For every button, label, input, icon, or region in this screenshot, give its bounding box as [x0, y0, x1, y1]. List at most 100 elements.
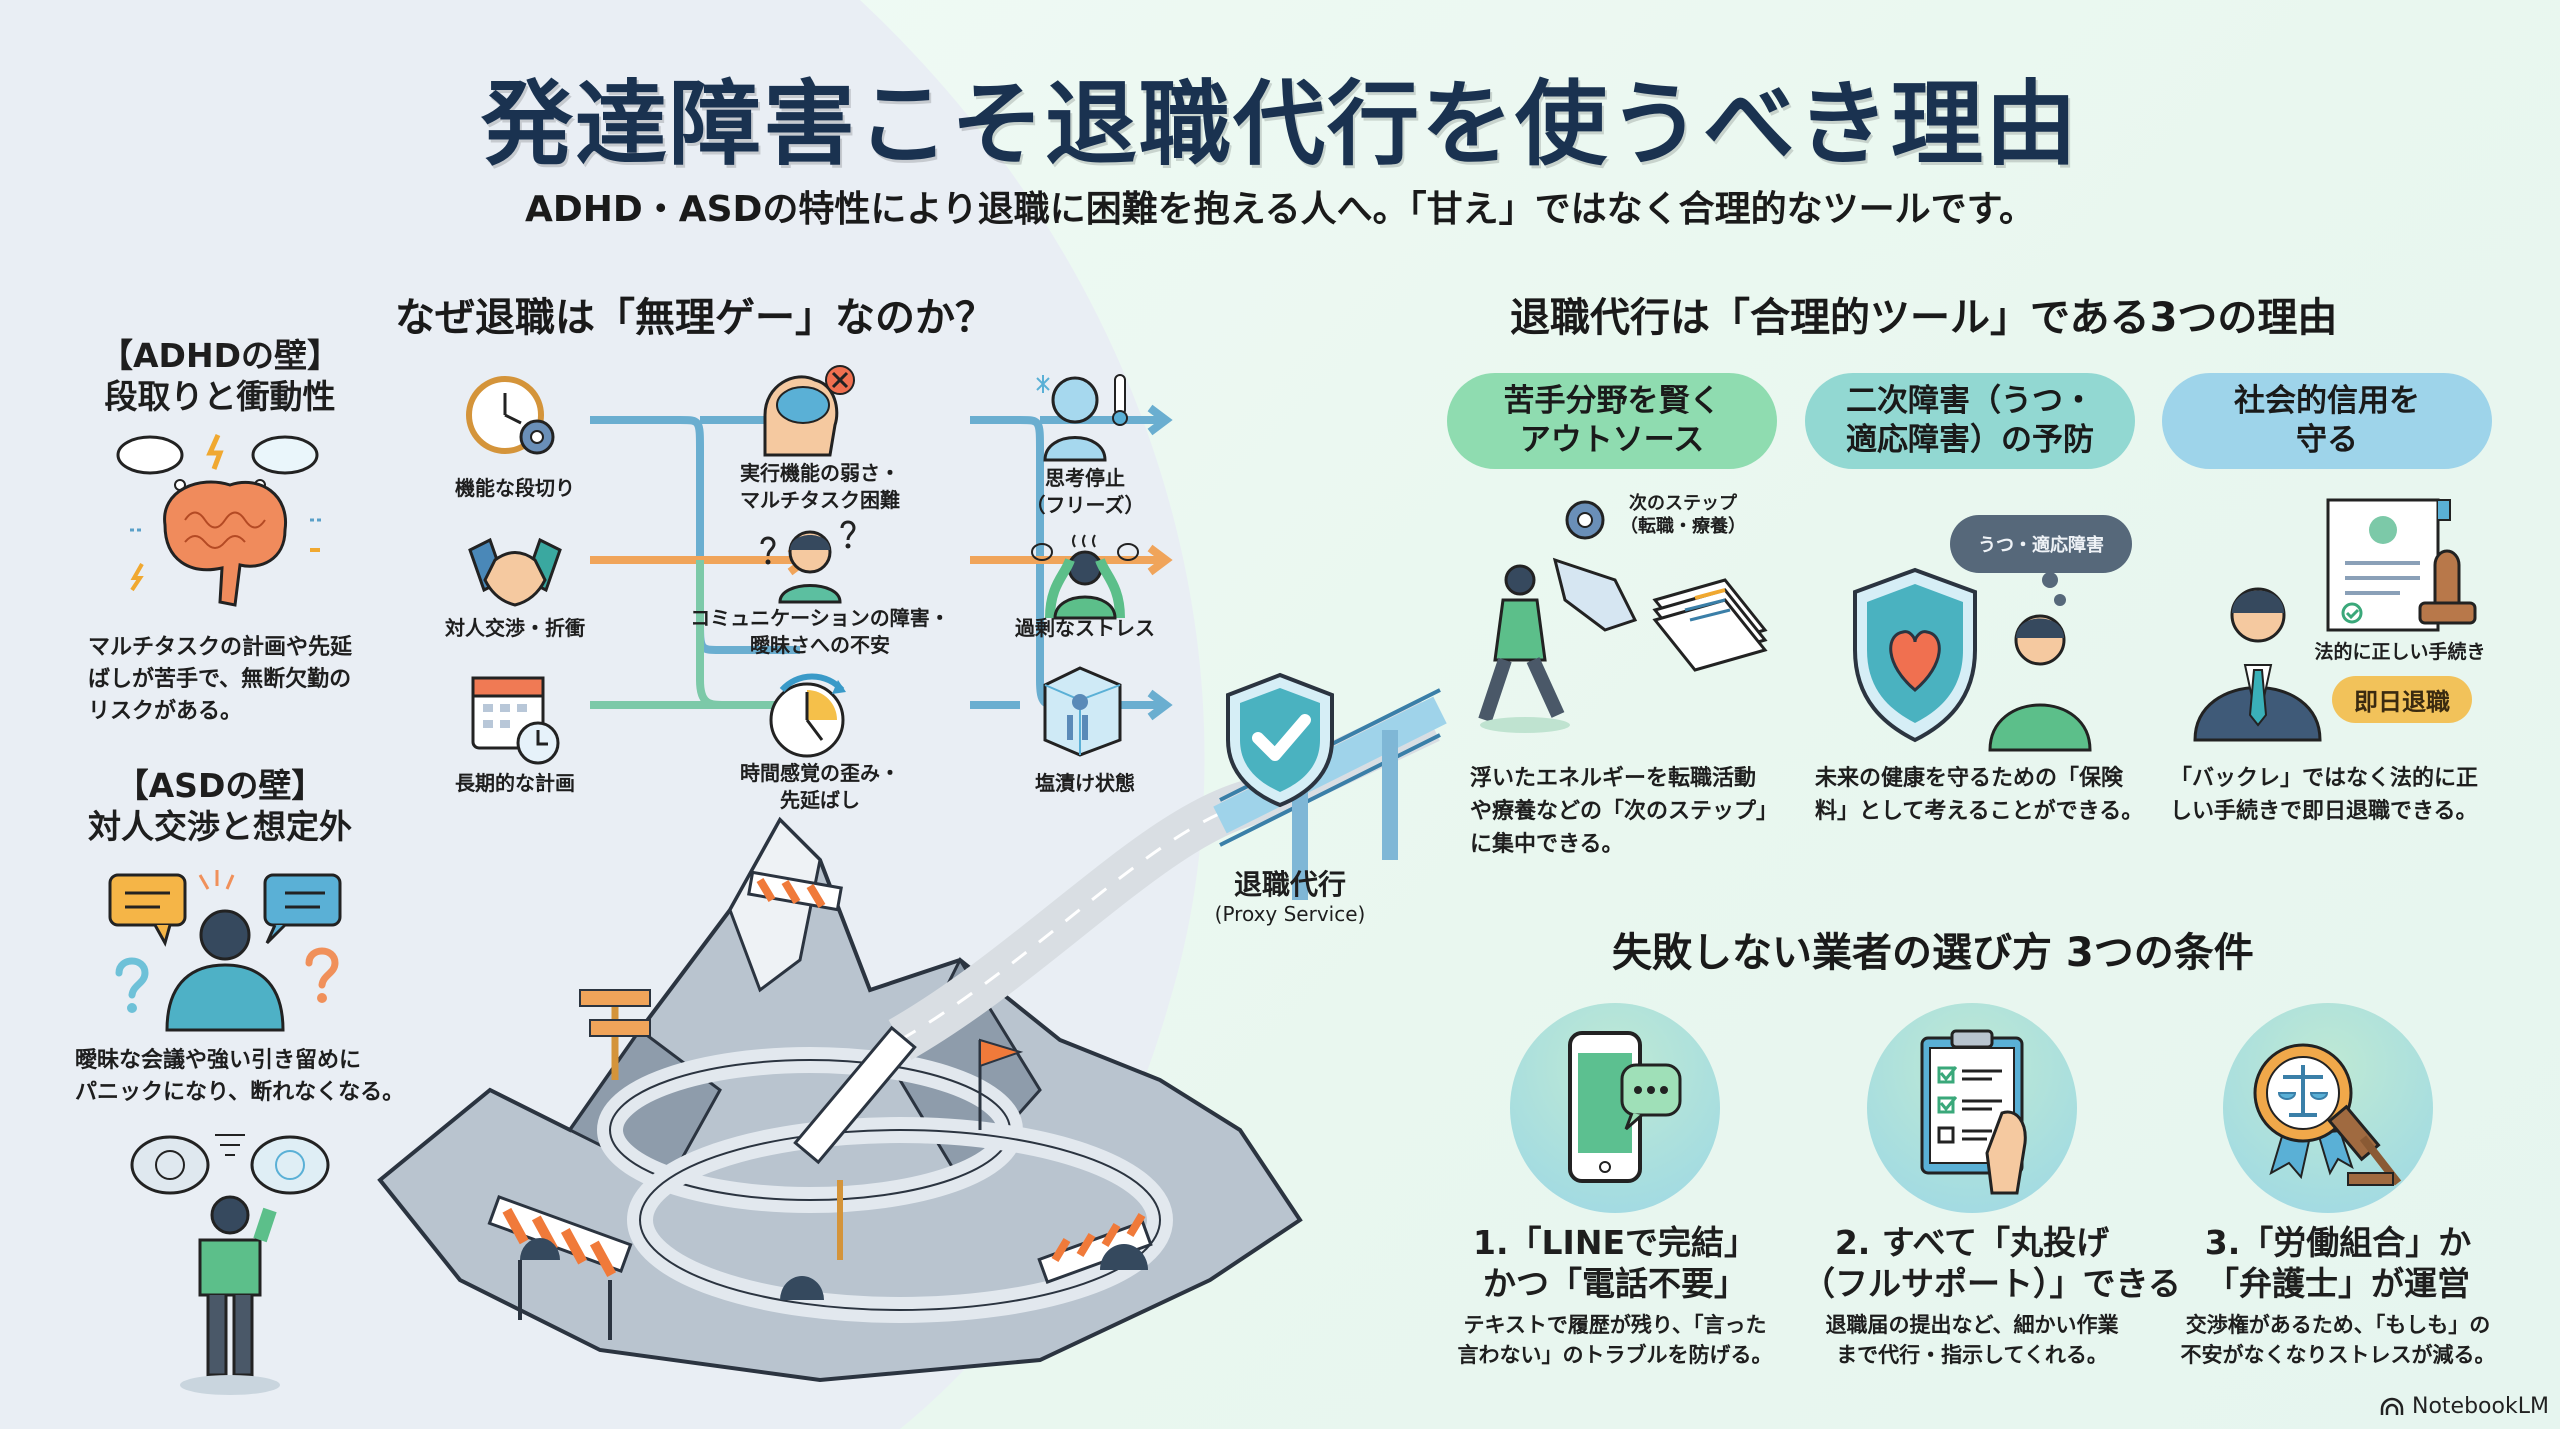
why-heading: なぜ退職は「無理ゲー」なのか？ — [395, 295, 995, 341]
flag-icon — [979, 1038, 1024, 1068]
reason-text-line: 浮いたエネルギーを転職活動 — [1470, 766, 1757, 791]
difficulty-line: 時間感覚の歪み・ — [740, 761, 900, 785]
condition-title-line: 「弁護士」が運営 — [2206, 1264, 2470, 1304]
condition-description: テキストで履歴が残り、「言った 言わない」のトラブルを防げる。 — [1445, 1310, 1785, 1371]
brain-x-icon — [763, 365, 855, 457]
condition-text-line: 言わない」のトラブルを防げる。 — [1457, 1343, 1773, 1368]
notebooklm-brand: NotebookLM — [2380, 1394, 2549, 1419]
proxy-service-label: 退職代行 (Proxy Service) — [1200, 868, 1380, 926]
asd-wall-heading: 【ASDの壁】 対人交渉と想定外 — [60, 765, 380, 848]
barrier-icon — [793, 1025, 917, 1260]
asd-wall-title: 【ASDの壁】 — [115, 766, 325, 805]
condition-title: 3.「労働組合」か 「弁護士」が運営 — [2168, 1222, 2508, 1305]
cause-label: 対人交渉・折衝 — [445, 616, 585, 640]
difficulty-label: コミュニケーションの障害・ 曖昧さへの不安 — [670, 605, 970, 659]
frozen-person-icon — [1036, 374, 1128, 462]
result-line: （フリーズ） — [1025, 493, 1145, 517]
reason-text-line: に集中できる。 — [1470, 832, 1624, 857]
heart-shield-person-icon — [1853, 567, 2092, 752]
adhd-text-line: リスクがある。 — [88, 698, 243, 724]
pill-line: 適応障害）の予防 — [1846, 422, 2094, 458]
documents-icon — [1652, 578, 1768, 672]
asd-wall-subtitle: 対人交渉と想定外 — [88, 807, 352, 847]
adhd-wall-heading: 【ADHDの壁】 段取りと衝動性 — [60, 335, 380, 418]
reason-text-line: 料」として考えることができる。 — [1815, 799, 2144, 824]
condition-title-line: 1.「LINEで完結」 — [1473, 1223, 1757, 1262]
businessman-document-stamp-icon — [2193, 498, 2477, 742]
difficulty-line: コミュニケーションの障害・ — [690, 606, 950, 630]
reason-pill-outsource: 苦手分野を賢く アウトソース — [1447, 373, 1777, 469]
pill-line: 守る — [2296, 422, 2358, 458]
depression-cloud: うつ・適応障害 — [1950, 515, 2132, 573]
condition-title-line: かつ「電話不要」 — [1483, 1264, 1747, 1304]
gear-icon — [1565, 500, 1605, 540]
brain-icon — [116, 433, 322, 607]
result-label: 塩漬け状態 — [1035, 771, 1135, 795]
pill-line: 苦手分野を賢く — [1503, 383, 1721, 420]
clock-arrow-icon — [769, 673, 846, 758]
adhd-wall-description: マルチタスクの計画や先延 ばしが苦手で、無断欠勤の リスクがある。 — [88, 632, 408, 728]
difficulty-line: 実行機能の弱さ・ — [740, 461, 900, 485]
confused-person-icon — [108, 870, 342, 1032]
same-day-badge: 即日退職 — [2332, 676, 2472, 723]
reason-text-line: しい手続きで即日退職できる。 — [2170, 799, 2478, 824]
pill-line: 社会的信用を — [2234, 383, 2420, 420]
condition-circle-line — [1510, 1003, 1720, 1213]
asd-text-line: 曖昧な会議や強い引き留めに — [75, 1048, 362, 1073]
condition-text-line: テキストで履歴が残り、「言った — [1463, 1313, 1767, 1337]
signpost-icon — [579, 989, 651, 1080]
calendar-icon — [471, 676, 560, 765]
reason-text-line: 未来の健康を守るための「保険 — [1815, 766, 2124, 791]
tag-line: （転職・療養） — [1620, 516, 1746, 538]
condition-circle-support — [1867, 1003, 2077, 1213]
condition-title: 1.「LINEで完結」 かつ「電話不要」 — [1445, 1222, 1785, 1305]
reason-pill-prevention: 二次障害（うつ・ 適応障害）の予防 — [1805, 373, 2135, 469]
condition-circle-lawyer — [2223, 1003, 2433, 1213]
adhd-wall-subtitle: 段取りと衝動性 — [104, 377, 336, 417]
handshake-icon — [468, 537, 562, 607]
thinking-person-icon — [130, 1134, 330, 1395]
barrier-icon — [1037, 1212, 1153, 1285]
condition-text-line: 不安がなくなりストレスが減る。 — [2180, 1343, 2496, 1368]
result-label: 思考停止 （フリーズ） — [975, 465, 1195, 519]
condition-title: 2. すべて「丸投げ （フルサポート）」できる — [1802, 1222, 2181, 1305]
difficulty-line: マルチタスク困難 — [740, 488, 900, 512]
mountain-maze-illustration — [377, 688, 1447, 1383]
cause-label: 長期的な計画 — [455, 771, 575, 795]
cause-label: 機能な段切り — [455, 476, 575, 500]
difficulty-label: 実行機能の弱さ・ マルチタスク困難 — [690, 460, 950, 514]
pill-line: 二次障害（うつ・ — [1846, 383, 2094, 420]
page-subtitle: ADHD・ASDの特性により退職に困難を抱える人へ。「甘え」ではなく合理的なツー… — [524, 189, 2036, 230]
proxy-subtitle: (Proxy Service) — [1214, 901, 1366, 926]
condition-text-line: 交渉権があるため、「もしも」の — [2185, 1313, 2491, 1337]
adhd-text-line: マルチタスクの計画や先延 — [88, 635, 353, 660]
condition-text-line: 退職届の提出など、細かい作業 — [1825, 1313, 2119, 1337]
legal-procedure-tag: 法的に正しい手続き — [2314, 641, 2486, 663]
reason-description: 未来の健康を守るための「保険 料」として考えることができる。 — [1815, 762, 2144, 828]
barrier-icon — [747, 870, 843, 912]
result-line: 思考停止 — [1045, 466, 1125, 490]
difficulty-label: 時間感覚の歪み・ 先延ばし — [690, 760, 950, 814]
conditions-heading: 失敗しない業者の選び方 3つの条件 — [1612, 930, 2254, 976]
worried-person-icon — [760, 520, 856, 604]
walking-person-robot-hand-icon — [1478, 500, 1768, 733]
asd-text-line: パニックになり、断れなくなる。 — [75, 1079, 405, 1105]
clock-gear-icon — [466, 376, 555, 455]
condition-title-line: 2. すべて「丸投げ — [1834, 1223, 2110, 1262]
adhd-text-line: ばしが苦手で、無断欠勤の — [88, 666, 352, 692]
page-title: 発達障害こそ退職代行を使うべき理由 — [480, 71, 2079, 178]
reason-description: 浮いたエネルギーを転職活動 や療養などの「次のステップ」 に集中できる。 — [1470, 762, 1790, 861]
condition-title-line: （フルサポート）」できる — [1802, 1264, 2181, 1304]
law-badge-gavel-icon — [2253, 1043, 2402, 1186]
reason-pill-credibility: 社会的信用を 守る — [2162, 373, 2492, 469]
smartphone-chat-icon — [1568, 1031, 1682, 1183]
stressed-person-icon — [1031, 534, 1139, 620]
reason-description: 「バックレ」ではなく法的に正 しい手続きで即日退職できる。 — [2170, 762, 2490, 828]
adhd-wall-title: 【ADHDの壁】 — [100, 336, 340, 375]
brand-name: NotebookLM — [2412, 1394, 2549, 1419]
asd-wall-description: 曖昧な会議や強い引き留めに パニックになり、断れなくなる。 — [75, 1045, 415, 1109]
proxy-title: 退職代行 — [1233, 868, 1346, 901]
shield-check-icon — [1226, 672, 1334, 808]
condition-description: 退職届の提出など、細かい作業 まで代行・指示してくれる。 — [1802, 1310, 2142, 1371]
reason-text-line: 「バックレ」ではなく法的に正 — [2170, 766, 2479, 791]
